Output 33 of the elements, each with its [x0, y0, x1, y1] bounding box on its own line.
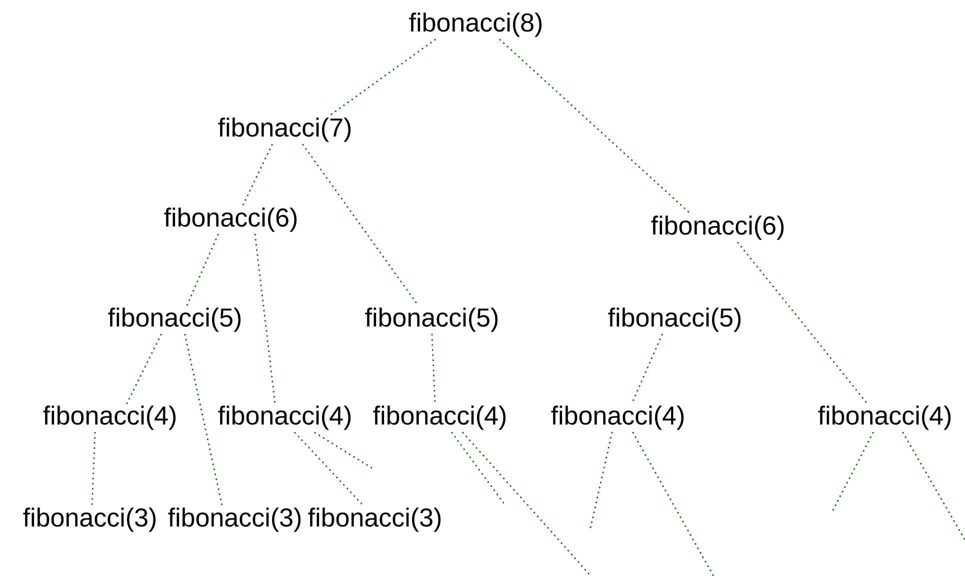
- tree-branch-line: [254, 234, 276, 404]
- tree-branch-line: [831, 432, 874, 513]
- function-call-text: fibonacci(4): [551, 406, 684, 430]
- function-call-text: fibonacci(7): [218, 118, 351, 142]
- function-call-text: fibonacci(3): [308, 508, 441, 532]
- tree-branch-line: [186, 234, 219, 306]
- function-call-text: fibonacci(4): [818, 406, 951, 430]
- tree-branch-line: [737, 242, 868, 404]
- tree-branch-line: [462, 432, 591, 576]
- tree-branch-line: [589, 432, 613, 531]
- tree-branch-line: [632, 432, 714, 576]
- function-call-text: fibonacci(5): [365, 308, 498, 332]
- tree-branch-line: [314, 432, 373, 469]
- function-call-text: fibonacci(5): [608, 308, 741, 332]
- function-call-text: fibonacci(6): [164, 208, 297, 232]
- tree-branch-line: [126, 334, 162, 404]
- function-call-text: fibonacci(3): [23, 508, 156, 532]
- function-call-text: fibonacci(4): [218, 406, 351, 430]
- tree-branch-line: [91, 432, 96, 506]
- function-call-text: fibonacci(5): [108, 308, 241, 332]
- function-call-text: fibonacci(6): [651, 216, 784, 240]
- tree-branch-line: [294, 432, 364, 506]
- function-call-text: fibonacci(3): [168, 508, 301, 532]
- function-call-text: fibonacci(8): [409, 12, 542, 37]
- function-call-text: fibonacci(4): [43, 406, 176, 430]
- tree-branch-line: [499, 38, 691, 214]
- tree-branch-line: [242, 144, 273, 206]
- tree-branch-line: [431, 334, 436, 404]
- tree-branch-line: [329, 38, 436, 116]
- function-call-text: fibonacci(4): [373, 406, 506, 430]
- tree-branch-line: [451, 432, 506, 506]
- tree-branch-line: [902, 432, 965, 541]
- tree-branch-line: [184, 334, 223, 506]
